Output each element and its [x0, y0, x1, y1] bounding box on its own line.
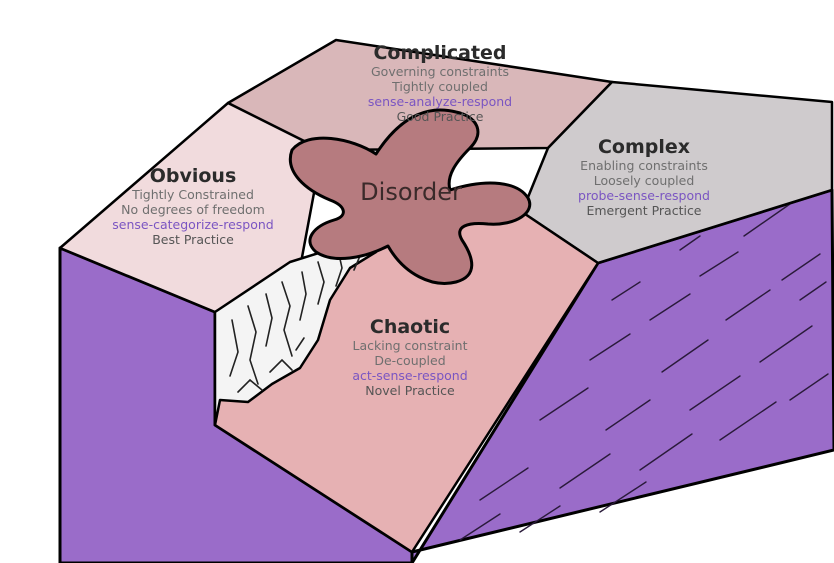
- complex-practice: Emergent Practice: [586, 203, 701, 218]
- chaotic-title: Chaotic: [370, 316, 450, 338]
- complicated-practice: Good Practice: [397, 109, 484, 124]
- obvious-sequence: sense-categorize-respond: [112, 217, 273, 232]
- complex-coupling: Loosely coupled: [594, 173, 695, 188]
- complicated-title: Complicated: [373, 42, 506, 64]
- complicated-coupling: Tightly coupled: [391, 79, 488, 94]
- complicated-constraints: Governing constraints: [371, 64, 509, 79]
- complicated-sequence: sense-analyze-respond: [368, 94, 512, 109]
- chaotic-sequence: act-sense-respond: [352, 368, 467, 383]
- disorder-title: Disorder: [360, 178, 462, 206]
- complex-constraints: Enabling constraints: [580, 158, 708, 173]
- obvious-title: Obvious: [150, 165, 237, 187]
- complex-title: Complex: [598, 136, 690, 158]
- obvious-practice: Best Practice: [152, 232, 234, 247]
- obvious-constraints: Tightly Constrained: [131, 187, 254, 202]
- complex-sequence: probe-sense-respond: [578, 188, 710, 203]
- chaotic-constraints: Lacking constraint: [353, 338, 468, 353]
- chaotic-coupling: De-coupled: [374, 353, 445, 368]
- chaotic-practice: Novel Practice: [365, 383, 455, 398]
- obvious-coupling: No degrees of freedom: [121, 202, 265, 217]
